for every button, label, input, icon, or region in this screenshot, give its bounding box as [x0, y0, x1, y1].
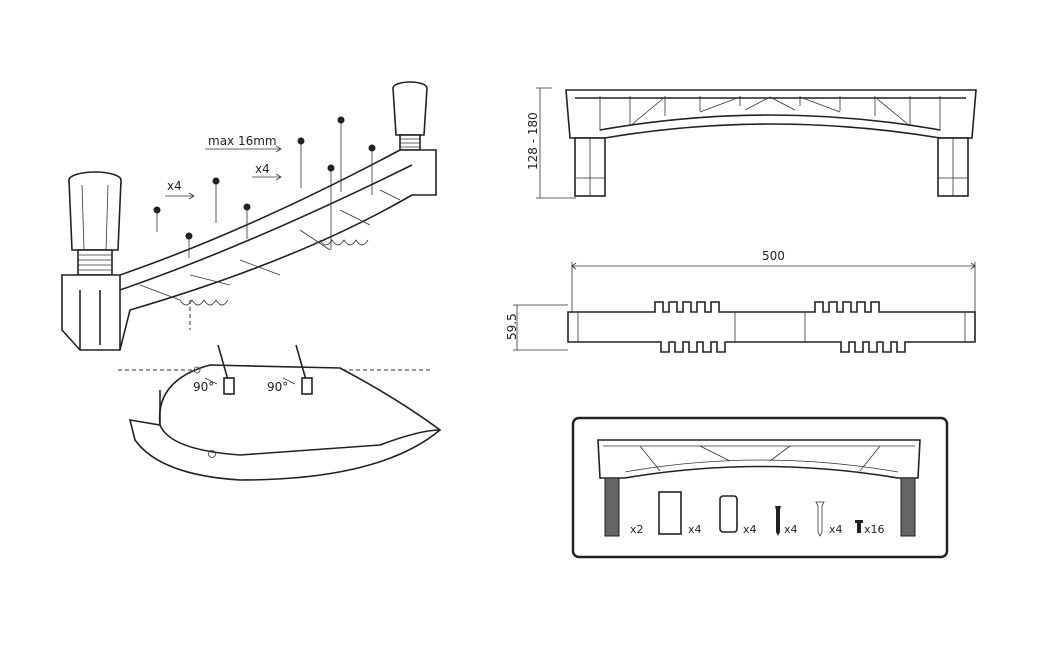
wood-screw-icon — [775, 506, 781, 536]
kit-contents-box: x2 x4 x4 x4 x4 x16 — [571, 416, 949, 559]
kit-qty-label: x16 — [864, 523, 885, 536]
leg-sleeve-icon — [658, 491, 682, 535]
max-screw-length-label: max 16mm — [208, 134, 277, 148]
height-dimension-label: 128 - 180 — [526, 112, 540, 170]
kit-qty-label: x4 — [829, 523, 843, 536]
bathtub — [118, 344, 442, 481]
kit-qty-label: x4 — [784, 523, 798, 536]
side-view: 128 - 180 — [526, 87, 977, 199]
right-adjustable-foot — [392, 81, 428, 151]
screw-count-label: x4 — [167, 179, 182, 193]
angle-label: 90° — [193, 380, 214, 394]
kit-qty-label: x2 — [630, 523, 644, 536]
short-screw-icon — [855, 520, 863, 533]
plan-view: 500 59.5 — [505, 249, 976, 353]
screw-count-label: x4 — [255, 162, 270, 176]
assembly-view: max 16mm x4 x4 90° 90° — [61, 81, 442, 481]
threaded-leg-icon — [604, 477, 916, 537]
kit-qty-label: x4 — [743, 523, 757, 536]
left-adjustable-foot — [68, 171, 122, 276]
length-dimension-label: 500 — [762, 249, 785, 263]
screws — [153, 116, 376, 258]
arrow-icons — [165, 145, 282, 200]
support-frame — [61, 149, 437, 351]
kit-qty-label: x4 — [688, 523, 702, 536]
mounting-bracket-icon — [719, 495, 738, 533]
width-dimension-label: 59.5 — [505, 313, 519, 340]
wall-plug-icon — [815, 501, 825, 537]
angle-label: 90° — [267, 380, 288, 394]
